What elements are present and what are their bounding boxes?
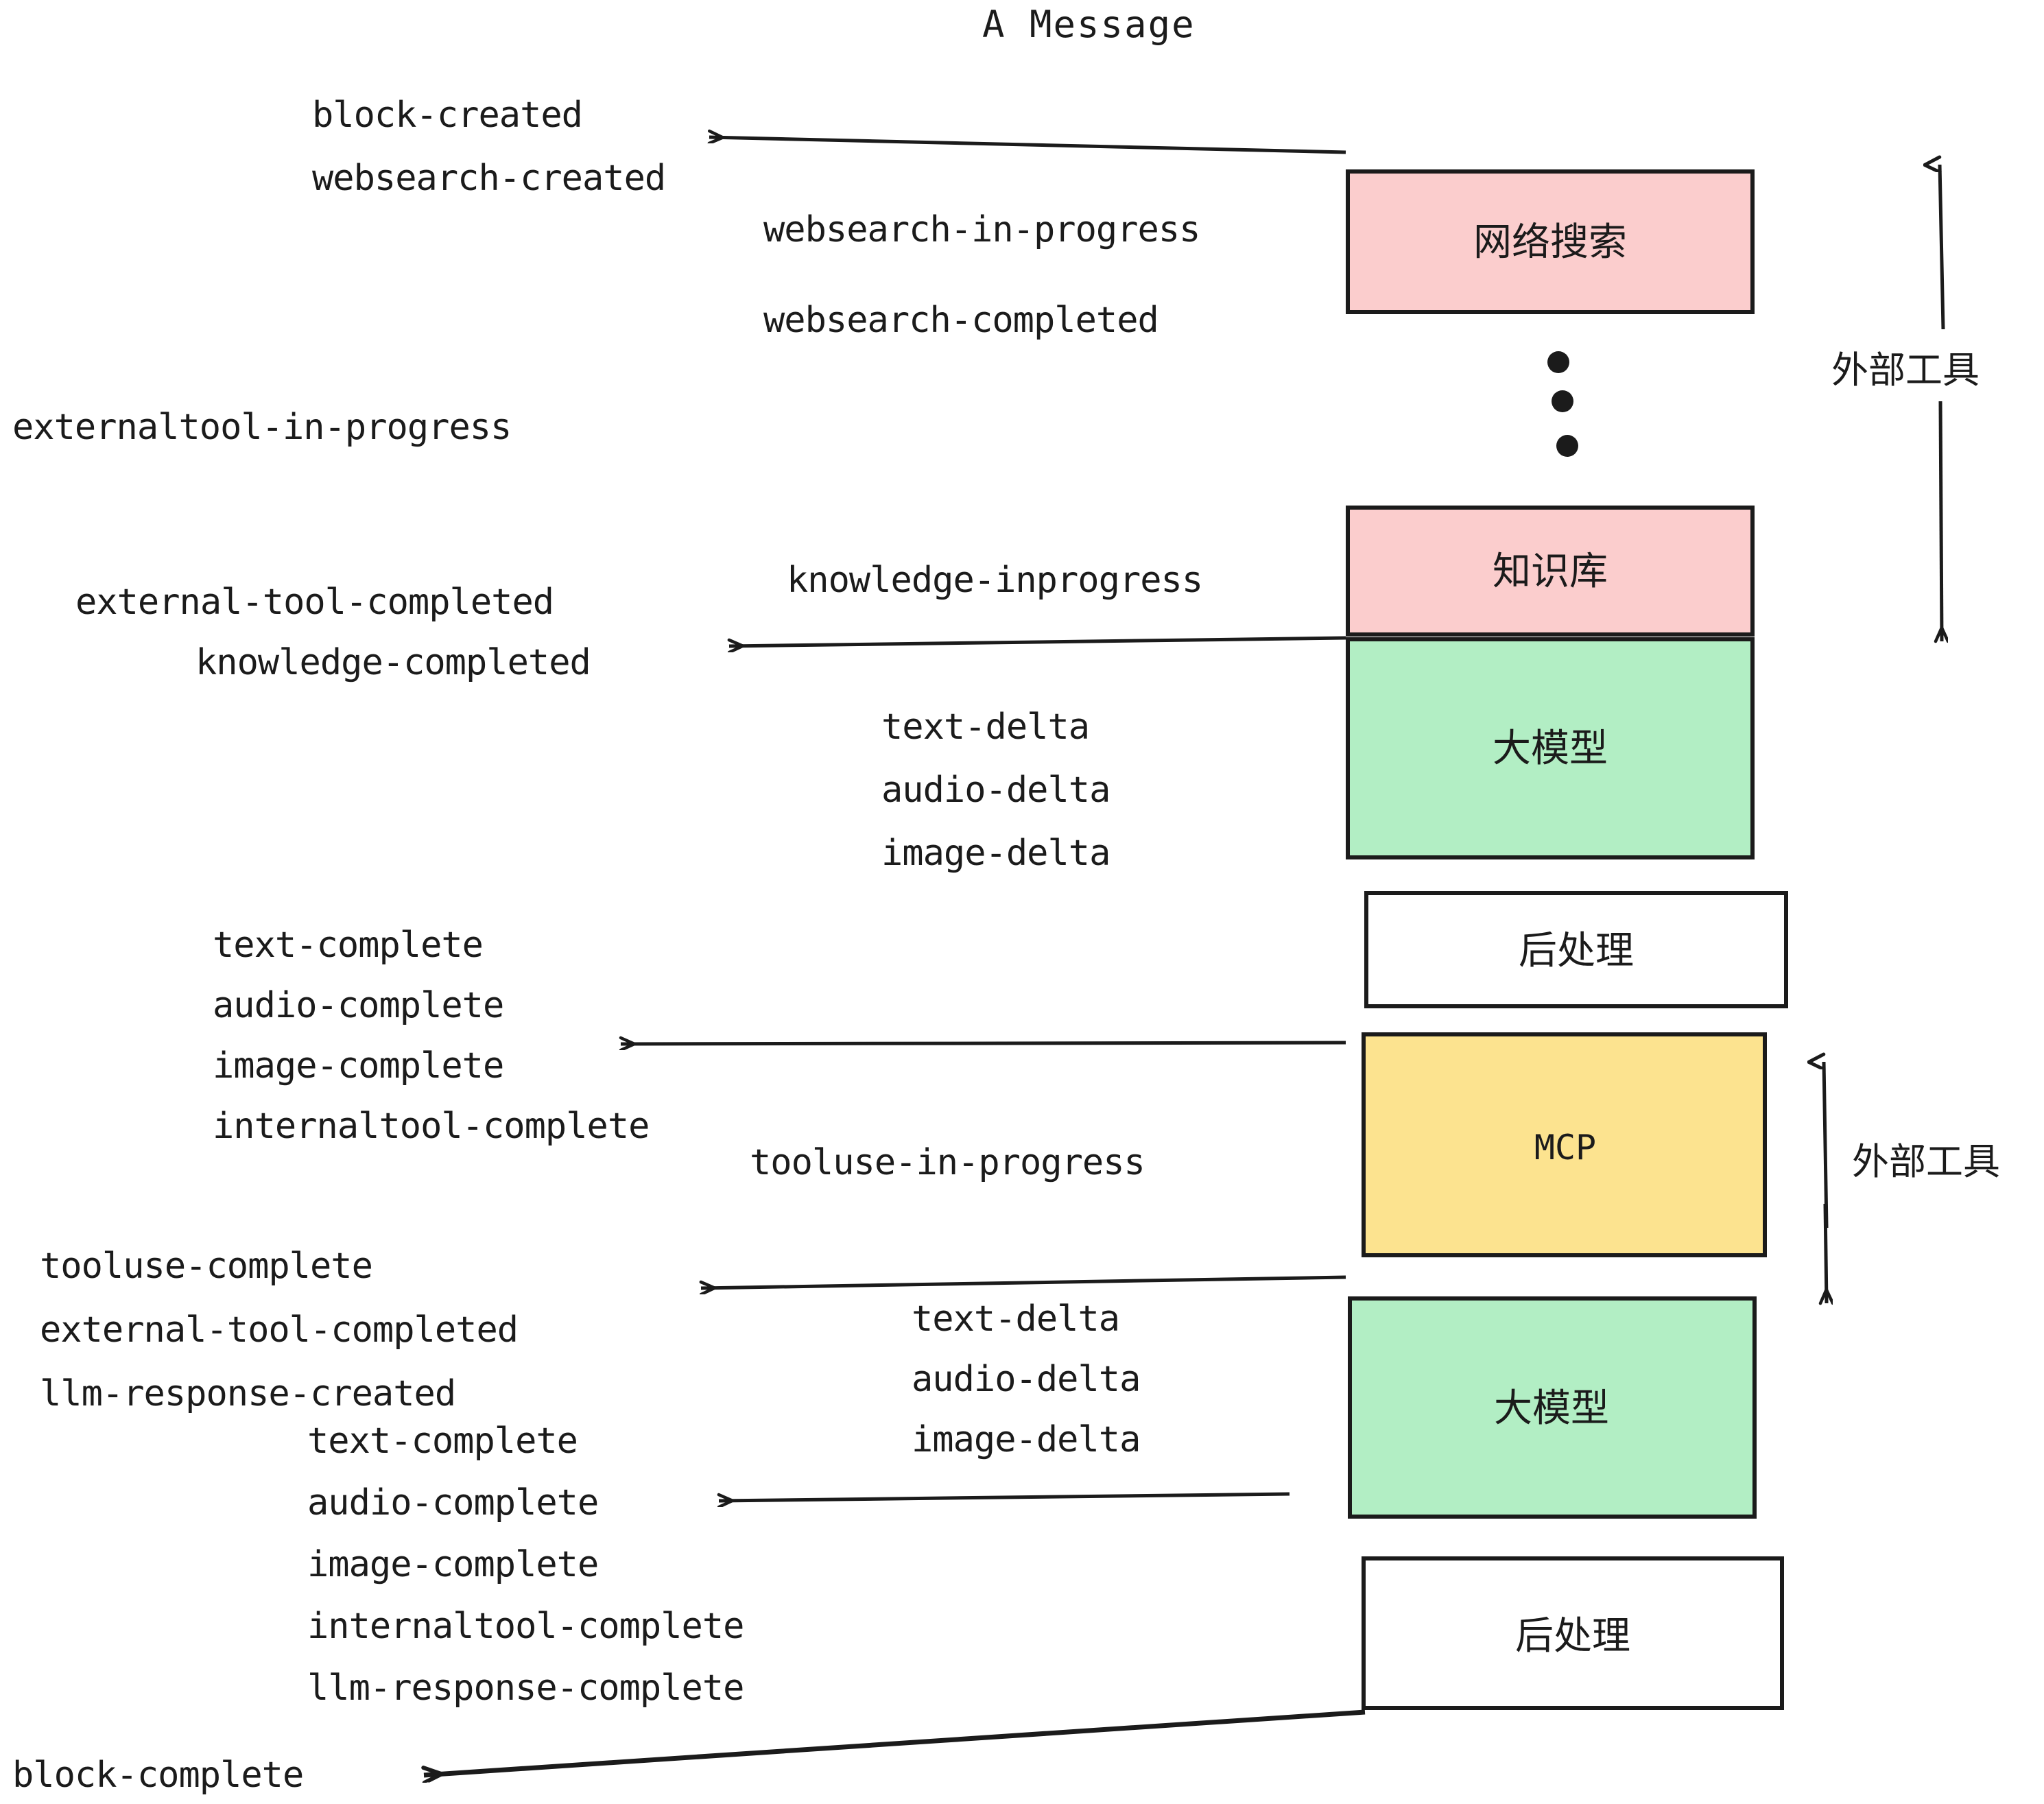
event-label: text-complete [307, 1421, 578, 1462]
node-postprocess-1: 后处理 [1364, 891, 1788, 1008]
event-label: audio-complete [213, 985, 503, 1026]
group-post2-completes: text-complete audio-complete image-compl… [307, 1421, 744, 1709]
arrow-mcp-to-tooluse-complete [701, 1275, 1346, 1288]
event-label: websearch-completed [763, 300, 1158, 341]
event-label: image-complete [213, 1045, 503, 1087]
event-label: websearch-created [312, 158, 665, 199]
event-label: audio-delta [881, 770, 1110, 811]
event-label: internaltool-complete [213, 1106, 649, 1147]
arrow-post2-to-block-complete [424, 1709, 1366, 1775]
external-tools-bracket-top: 外部工具 [1831, 165, 1980, 641]
group-knowledge-inprogress: knowledge-inprogress [787, 560, 1203, 601]
event-label: audio-complete [307, 1482, 598, 1523]
node-knowledge-label: 知识库 [1493, 549, 1608, 594]
event-label: tooluse-in-progress [750, 1142, 1145, 1183]
event-label: image-complete [307, 1544, 598, 1585]
node-llm-1: 大模型 [1346, 637, 1755, 859]
event-label: external-tool-completed [40, 1309, 518, 1351]
node-postprocess-2-label: 后处理 [1515, 1614, 1630, 1659]
ellipsis-dot [1552, 390, 1573, 412]
group-websearch-phases: websearch-in-progress websearch-complete… [763, 209, 1200, 341]
node-websearch-box [1346, 169, 1755, 314]
group-llm2-deltas: text-delta audio-delta image-delta [912, 1298, 1141, 1460]
arrow-post1-to-image-complete [621, 1043, 1346, 1044]
group-tooluse-in-progress: tooluse-in-progress [750, 1142, 1145, 1183]
external-tools-up-arrow-bottom [1824, 1062, 1829, 1229]
event-label: text-delta [912, 1298, 1119, 1340]
external-tools-down-arrow-top [1940, 401, 1942, 641]
external-tools-label-top: 外部工具 [1831, 348, 1980, 392]
event-label: externaltool-in-progress [12, 407, 511, 448]
event-label: block-created [312, 95, 582, 136]
node-mcp: MCP [1362, 1032, 1767, 1257]
group-block-complete: block-complete [12, 1755, 304, 1796]
node-mcp-label: MCP [1534, 1128, 1596, 1167]
node-postprocess-2: 后处理 [1362, 1556, 1784, 1710]
node-knowledge-box [1346, 506, 1755, 637]
external-tools-bracket-bottom: 外部工具 [1824, 1062, 2000, 1303]
event-label: internaltool-complete [307, 1606, 744, 1647]
group-llm1-deltas: text-delta audio-delta image-delta [881, 707, 1110, 874]
node-llm-1-label: 大模型 [1493, 726, 1608, 771]
event-label: image-delta [912, 1419, 1140, 1460]
ellipsis-dot [1547, 351, 1569, 373]
event-label: llm-response-created [40, 1373, 455, 1414]
node-websearch: 网络搜索 [1346, 169, 1755, 314]
node-llm-2-box [1348, 1296, 1757, 1519]
event-label: audio-delta [912, 1359, 1140, 1400]
event-label: image-delta [881, 833, 1110, 874]
group-post1-completes: text-complete audio-complete image-compl… [213, 925, 650, 1147]
group-tool-completed: external-tool-completed knowledge-comple… [75, 582, 591, 683]
external-tools-up-arrow-top [1940, 165, 1945, 330]
group-externaltool-in-progress: externaltool-in-progress [12, 407, 512, 448]
event-label: text-complete [213, 925, 483, 966]
node-websearch-label: 网络搜索 [1473, 220, 1627, 265]
arrow-websearch-to-block-created [709, 137, 1346, 154]
event-label: text-delta [881, 707, 1089, 748]
node-postprocess-1-box [1364, 891, 1788, 1008]
node-llm-1-box [1346, 637, 1755, 859]
group-tooluse-complete: tooluse-complete external-tool-completed… [40, 1246, 519, 1414]
external-tools-down-arrow-bottom [1825, 1203, 1827, 1303]
arrow-knowledge-to-knowledge-completed [729, 636, 1346, 646]
ellipsis-dots [1547, 351, 1578, 457]
event-label: external-tool-completed [75, 582, 554, 623]
event-label: knowledge-completed [195, 642, 591, 683]
group-block-created: block-created websearch-created [312, 95, 666, 199]
event-label: websearch-in-progress [763, 209, 1200, 250]
node-llm-2: 大模型 [1348, 1296, 1757, 1519]
event-label: llm-response-complete [307, 1667, 744, 1709]
node-postprocess-1-label: 后处理 [1519, 929, 1634, 973]
external-tools-label-bottom: 外部工具 [1852, 1140, 2000, 1183]
event-label: knowledge-inprogress [787, 560, 1202, 601]
event-label: block-complete [12, 1755, 303, 1796]
node-mcp-box [1362, 1032, 1767, 1257]
node-knowledge: 知识库 [1346, 506, 1755, 637]
event-label: tooluse-complete [40, 1246, 372, 1287]
ellipsis-dot [1556, 435, 1578, 457]
page-title: A Message [982, 3, 1196, 46]
node-llm-2-label: 大模型 [1494, 1386, 1609, 1431]
arrow-llm2-to-audio-complete [719, 1492, 1290, 1501]
node-postprocess-2-box [1362, 1556, 1784, 1710]
